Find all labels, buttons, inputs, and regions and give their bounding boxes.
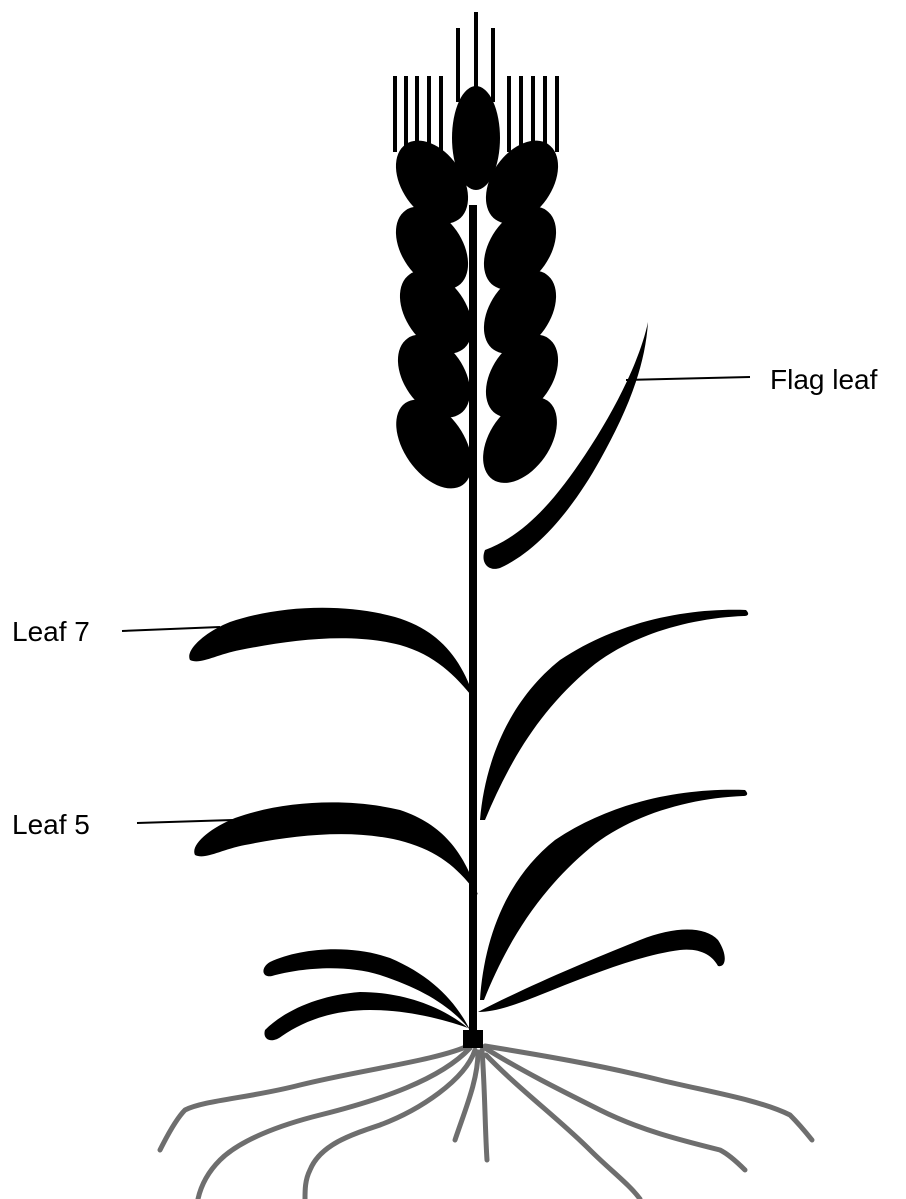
- leaf-lower-right: [478, 930, 725, 1013]
- leaf-7-pointer: [122, 627, 220, 631]
- root: [485, 1046, 812, 1140]
- root: [198, 1048, 470, 1199]
- flag-leaf-pointer: [626, 377, 750, 380]
- root: [160, 1045, 470, 1150]
- leaf-right-upper: [480, 610, 748, 820]
- roots: [160, 1045, 812, 1199]
- leaf-5: [194, 802, 478, 895]
- leaves: [189, 322, 748, 1040]
- root: [486, 1055, 640, 1199]
- leaf-right-middle: [480, 790, 747, 1000]
- root: [305, 1050, 475, 1199]
- leaf-5-label: Leaf 5: [12, 811, 90, 839]
- root: [482, 1050, 487, 1160]
- root: [485, 1048, 745, 1170]
- stem-base: [463, 1030, 483, 1048]
- leaf-5-pointer: [137, 820, 233, 823]
- leaf-7: [189, 608, 475, 700]
- flag-leaf-label: Flag leaf: [770, 366, 877, 394]
- leaf-7-label: Leaf 7: [12, 618, 90, 646]
